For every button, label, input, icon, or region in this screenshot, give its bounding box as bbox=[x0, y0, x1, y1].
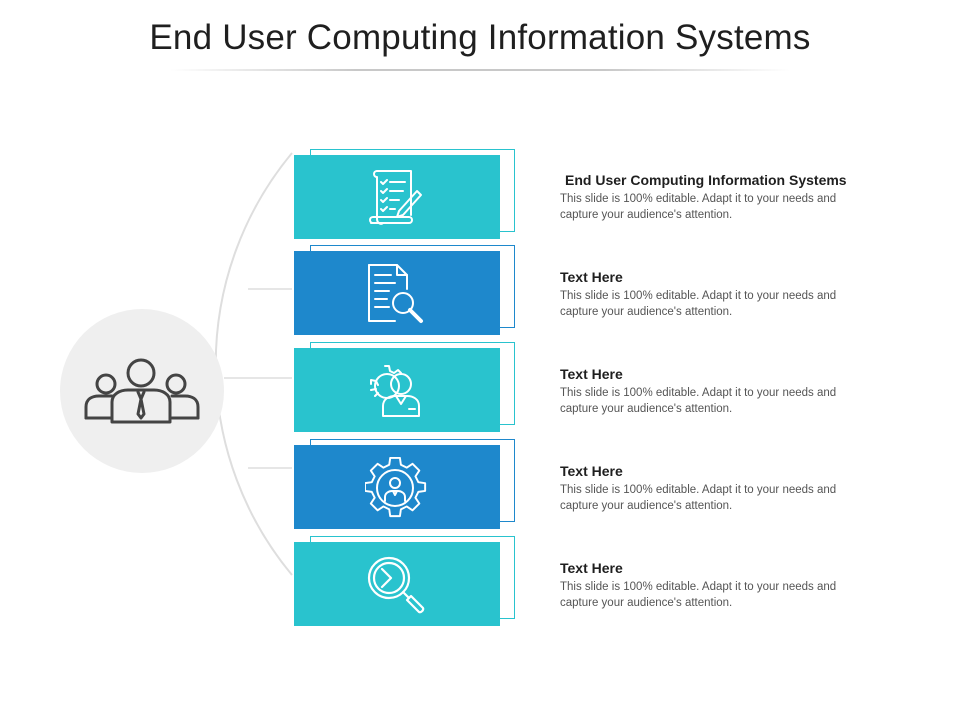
title-divider bbox=[170, 69, 790, 71]
text-block-2: Text Here This slide is 100% editable. A… bbox=[560, 269, 920, 320]
card-face bbox=[294, 445, 500, 529]
card-face bbox=[294, 251, 500, 335]
slide-title: End User Computing Information Systems bbox=[149, 18, 811, 57]
text-block-body: This slide is 100% editable. Adapt it to… bbox=[560, 193, 837, 221]
checklist-icon bbox=[369, 170, 422, 225]
team-icon bbox=[84, 358, 200, 424]
text-block-heading: Text Here bbox=[560, 560, 623, 576]
gear-user-icon bbox=[365, 457, 427, 518]
text-block-5: Text Here This slide is 100% editable. A… bbox=[560, 560, 920, 611]
magnifier-icon bbox=[367, 556, 425, 614]
card-magnifier bbox=[294, 536, 515, 626]
text-block-heading: Text Here bbox=[560, 463, 623, 479]
card-document-search bbox=[294, 245, 515, 335]
card-face bbox=[294, 155, 500, 239]
gear-person-icon bbox=[370, 365, 420, 417]
card-gear-user bbox=[294, 439, 515, 529]
document-search-icon bbox=[368, 264, 423, 323]
text-block-body: This slide is 100% editable. Adapt it to… bbox=[560, 290, 837, 318]
text-block-4: Text Here This slide is 100% editable. A… bbox=[560, 463, 920, 514]
card-face bbox=[294, 542, 500, 626]
team-hub bbox=[60, 309, 224, 473]
text-block-body: This slide is 100% editable. Adapt it to… bbox=[560, 484, 837, 512]
card-face bbox=[294, 348, 500, 432]
text-block-heading: End User Computing Information Systems bbox=[565, 172, 847, 188]
card-gear-person bbox=[294, 342, 515, 432]
text-block-body: This slide is 100% editable. Adapt it to… bbox=[560, 581, 837, 609]
text-block-1: End User Computing Information Systems T… bbox=[560, 172, 920, 223]
text-block-body: This slide is 100% editable. Adapt it to… bbox=[560, 387, 837, 415]
card-checklist bbox=[294, 149, 515, 239]
text-block-heading: Text Here bbox=[560, 269, 623, 285]
text-block-heading: Text Here bbox=[560, 366, 623, 382]
text-block-3: Text Here This slide is 100% editable. A… bbox=[560, 366, 920, 417]
